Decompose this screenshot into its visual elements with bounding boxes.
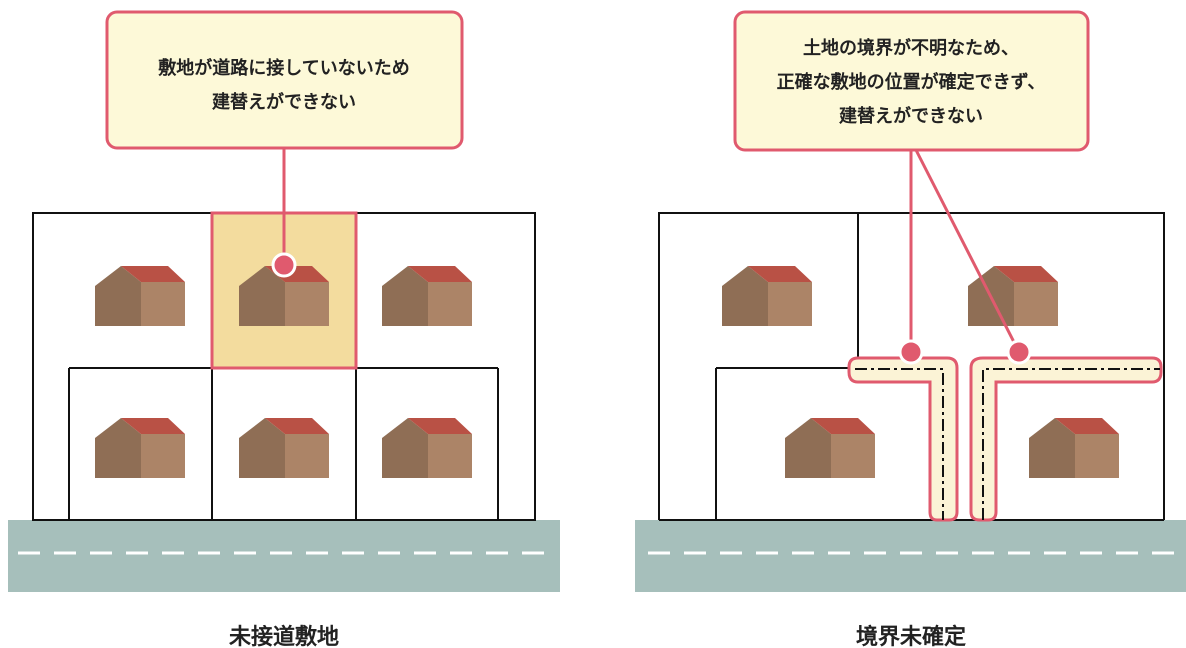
right-panel: 土地の境界が不明なため、 正確な敷地の位置が確定できず、 建替えができない 境界… <box>635 10 1186 648</box>
house-icon <box>785 418 875 478</box>
left-panel: 敷地が道路に接していないため 建替えができない 未接道敷地 <box>8 10 560 648</box>
pin-dot-icon <box>1006 339 1032 365</box>
house-icon <box>1029 418 1119 478</box>
panel-caption: 未接道敷地 <box>229 624 339 648</box>
pin-dot-icon <box>898 339 924 365</box>
callout-line-2: 正確な敷地の位置が確定できず、 <box>777 71 1046 93</box>
uncertain-boundary-right <box>969 356 1163 522</box>
house-icon <box>239 418 329 478</box>
house-icon <box>95 418 185 478</box>
house-icon <box>95 266 185 326</box>
callout-box <box>733 10 1090 152</box>
house-icon <box>382 266 472 326</box>
road <box>635 520 1186 592</box>
uncertain-boundary-left <box>847 356 959 522</box>
house-icon <box>722 266 812 326</box>
callout-line-2: 建替えができない <box>212 91 356 113</box>
house-icon <box>382 418 472 478</box>
callout-line-1: 敷地が道路に接していないため <box>158 57 409 79</box>
house-icon <box>968 266 1058 326</box>
callout-line-3: 建替えができない <box>839 105 983 127</box>
callout-connector <box>914 149 1021 353</box>
road <box>8 520 560 592</box>
callout-line-1: 土地の境界が不明なため、 <box>803 37 1019 59</box>
panel-caption: 境界未確定 <box>856 624 966 648</box>
callout-box <box>105 10 464 150</box>
pin-dot-icon <box>271 252 297 278</box>
